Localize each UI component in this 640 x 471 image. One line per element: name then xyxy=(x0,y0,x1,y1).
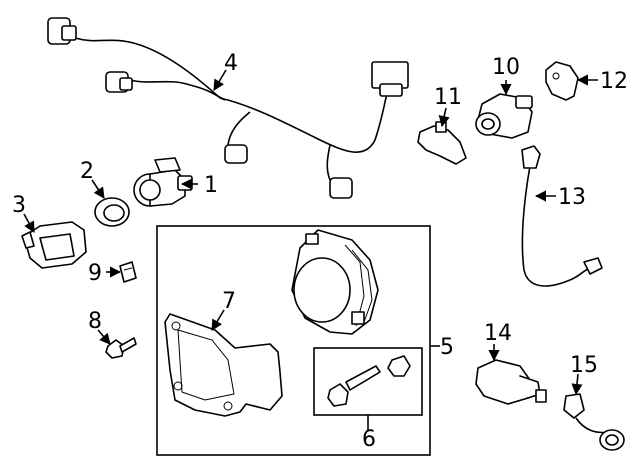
callout-6: 6 xyxy=(362,427,376,452)
parking-sensor-part[interactable] xyxy=(133,157,193,207)
leader-lines xyxy=(23,69,598,430)
callout-15: 15 xyxy=(570,353,598,378)
callout-9: 9 xyxy=(88,261,102,286)
switch-part[interactable] xyxy=(475,359,547,405)
callout-5: 5 xyxy=(440,335,454,360)
radar-unit-part[interactable] xyxy=(291,229,379,335)
hardware-kit-part[interactable] xyxy=(327,355,411,407)
callout-4: 4 xyxy=(224,51,238,76)
camera-bracket-part[interactable] xyxy=(417,121,467,165)
wiring-harness-part[interactable] xyxy=(47,17,409,199)
sensor-ring-part[interactable] xyxy=(94,197,130,227)
radar-assembly-box xyxy=(156,225,431,456)
bolt-part[interactable] xyxy=(105,337,137,359)
camera-part[interactable] xyxy=(475,93,533,139)
callout-11: 11 xyxy=(434,85,462,110)
bracket-12-part[interactable] xyxy=(545,61,579,101)
callout-10: 10 xyxy=(492,55,520,80)
connector-grommet-part[interactable] xyxy=(563,393,625,451)
callout-7: 7 xyxy=(222,289,236,314)
callout-3: 3 xyxy=(12,193,26,218)
callout-12: 12 xyxy=(600,69,628,94)
sensor-holder-part[interactable] xyxy=(21,221,87,269)
mounting-bracket-part[interactable] xyxy=(164,313,283,417)
clip-part[interactable] xyxy=(119,261,137,283)
callout-13: 13 xyxy=(558,185,586,210)
camera-cable-part[interactable] xyxy=(521,145,603,287)
callout-8: 8 xyxy=(88,309,102,334)
callout-14: 14 xyxy=(484,321,512,346)
callout-2: 2 xyxy=(80,159,94,184)
callout-1: 1 xyxy=(204,173,218,198)
